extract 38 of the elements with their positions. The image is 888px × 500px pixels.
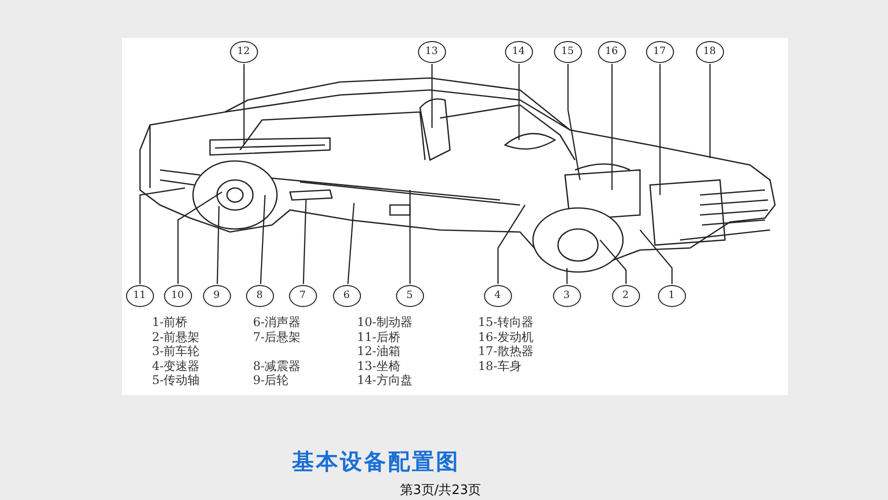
part-legend-text: 14-方向盘 <box>357 373 412 388</box>
leader-line <box>431 64 433 128</box>
part-legend-text: 15-转向器 <box>478 315 534 329</box>
part-legend-text: 4-变速器 <box>152 358 200 373</box>
leader-line <box>611 64 613 190</box>
leader-line <box>216 206 220 284</box>
leader-line <box>600 240 627 284</box>
part-legend-text: 8-减震器 <box>253 358 301 373</box>
page-number: 第3页/共23页 <box>400 482 482 499</box>
leader-line <box>177 192 222 284</box>
leader-line <box>347 202 355 284</box>
part-legend-text: 13-坐椅 <box>357 358 400 373</box>
part-legend-text: 11-后桥 <box>357 330 400 344</box>
part-legend-text: 7-后悬架 <box>253 330 301 344</box>
leader-line <box>566 268 568 284</box>
leader-line <box>497 204 526 284</box>
part-legend-text: 1-前桥 <box>152 315 188 329</box>
leader-line <box>659 64 661 195</box>
part-legend-text: 17-散热器 <box>478 344 534 358</box>
part-legend-text: 9-后轮 <box>253 373 289 388</box>
part-legend-text: 10-制动器 <box>357 315 412 329</box>
part-legend-text: 5-传动轴 <box>152 373 200 388</box>
part-legend-text: 18-车身 <box>478 358 522 373</box>
leader-line <box>518 64 520 140</box>
caption: 基本设备配置图 <box>292 448 460 477</box>
part-legend-text: 6-消声器 <box>253 315 301 329</box>
leader-line <box>243 64 245 145</box>
leader-line <box>409 190 411 284</box>
part-legend-text: 16-发动机 <box>478 330 534 344</box>
part-legend-text: 12-油箱 <box>357 344 400 358</box>
leader-line <box>640 230 673 284</box>
leader-line <box>302 200 307 284</box>
leader-line <box>709 64 711 158</box>
part-legend-text: 2-前悬架 <box>152 330 200 344</box>
leader-line <box>139 187 186 284</box>
part-legend-text: 3-前车轮 <box>152 344 200 358</box>
leader-line <box>260 194 266 284</box>
leader-line <box>567 64 581 180</box>
